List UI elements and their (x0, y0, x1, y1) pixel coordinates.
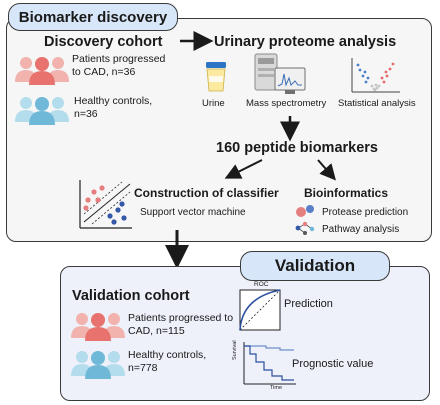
prediction-label: Prediction (284, 298, 333, 310)
validation-controls-icon (71, 351, 125, 379)
pathway-analysis-label: Pathway analysis (322, 224, 400, 235)
control-group-label: Healthy controls, n=36 (74, 95, 153, 120)
mass-spectrometry-label: Mass spectrometry (246, 98, 327, 109)
roc-label: ROC (254, 281, 269, 288)
peptides-title: 160 peptide biomarkers (216, 140, 378, 156)
cad-group-label: Patients progressed to CAD, n=36 (72, 53, 166, 78)
prognostic-value-label: Prognostic value (292, 358, 374, 370)
validation-control-group-label: Healthy controls, n=778 (128, 349, 207, 374)
cad-patients-icon (15, 57, 69, 85)
protease-prediction-label: Protease prediction (322, 207, 409, 218)
arrow-to-bioinformatics (317, 159, 336, 181)
statistical-analysis-label: Statistical analysis (338, 98, 416, 109)
bioinformatics-title: Bioinformatics (304, 186, 389, 200)
validation-title: Validation (274, 256, 356, 275)
healthy-controls-icon (15, 97, 69, 125)
discovery-cohort-title: Discovery cohort (44, 34, 163, 50)
svm-classifier-icon (79, 180, 132, 229)
survival-axis-label: Survival (232, 340, 238, 360)
discovery-title: Biomarker discovery (18, 8, 168, 26)
roc-curve-icon (239, 289, 281, 331)
discovery-panel (6, 18, 432, 242)
mass-spectrometer-icon (254, 53, 306, 94)
validation-cad-group-label: Patients progressed to CAD, n=115 (128, 312, 234, 337)
survival-curve-icon (243, 342, 296, 385)
arrow-to-classifier (224, 159, 263, 179)
urine-cup-icon (206, 62, 226, 92)
discovery-tab: Biomarker discovery (8, 3, 178, 31)
pathway-icon (295, 221, 315, 235)
classifier-method-label: Support vector machine (140, 207, 246, 218)
validation-cad-patients-icon (71, 313, 125, 341)
validation-tab: Validation (240, 251, 390, 281)
urine-label: Urine (202, 98, 225, 109)
protease-icon (296, 205, 314, 217)
volcano-plot-icon (351, 58, 400, 93)
time-axis-label: Time (270, 385, 283, 391)
proteome-title: Urinary proteome analysis (214, 34, 397, 50)
validation-cohort-title: Validation cohort (72, 288, 190, 304)
classifier-title: Construction of classifier (134, 186, 279, 200)
